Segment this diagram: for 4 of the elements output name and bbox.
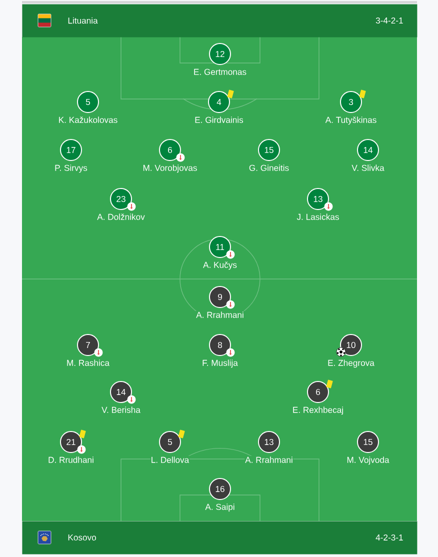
formation-label: 4-2-3-1	[376, 534, 403, 541]
team-name: Lituania	[68, 17, 98, 24]
team-name: Kosovo	[68, 534, 96, 540]
formation-label: 3-4-2-1	[376, 17, 403, 24]
